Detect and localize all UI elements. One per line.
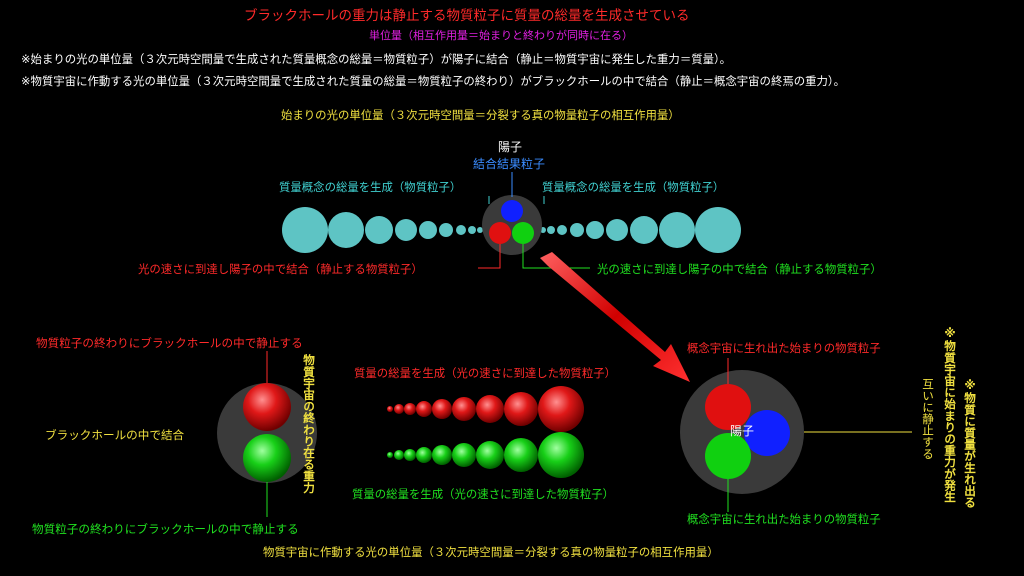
teal-particle <box>547 226 555 234</box>
green-particle <box>452 443 476 467</box>
red-particle <box>489 222 511 244</box>
teal-particle <box>695 207 741 253</box>
page-subtitle: 単位量（相互作用量＝始まりと終わりが同時に在る） <box>369 29 633 42</box>
teal-particle <box>630 216 658 244</box>
teal-particle <box>477 227 483 233</box>
diagonal-arrow <box>540 252 690 382</box>
red-particle <box>404 403 416 415</box>
red-particle <box>476 395 504 423</box>
bond-particle-label: 結合結果粒子 <box>473 157 546 171</box>
black-hole-vertical-label: 物質宇宙の終わり在る重力 <box>302 354 316 494</box>
red-particle <box>387 406 393 412</box>
green-particle <box>387 452 393 458</box>
mass-concept-label-right: 質量概念の総量を生成（物質粒子） <box>542 180 725 194</box>
blue-bond-particle <box>501 200 523 222</box>
green-chain-label: 質量の総量を生成（光の速さに到達した物質粒子） <box>352 487 614 501</box>
proton-label: 陽子 <box>498 140 523 154</box>
green-particle <box>538 432 584 478</box>
teal-particle <box>328 212 364 248</box>
red-particle <box>394 404 404 414</box>
teal-particle <box>456 225 466 235</box>
br-vertical-label-2: ※物質宇宙に始まりの重力が発生 <box>943 326 957 503</box>
green-particle <box>416 447 432 463</box>
br-vertical-label-3: ※物質に質量が生れ出る <box>963 378 977 508</box>
red-particle-chain <box>387 386 584 432</box>
teal-particle <box>395 219 417 241</box>
teal-particle <box>419 221 437 239</box>
teal-particle <box>282 207 328 253</box>
footer-heading: 物質宇宙に作動する光の単位量（３次元時空間量＝分裂する真の物量粒子の相互作用量） <box>263 545 719 559</box>
teal-particle <box>586 221 604 239</box>
green-particle <box>476 441 504 469</box>
green-glow-particle <box>243 434 291 482</box>
red-particle <box>538 386 584 432</box>
green-particle-chain <box>387 432 584 478</box>
teal-particle <box>570 223 584 237</box>
green-particle <box>512 222 534 244</box>
mass-concept-label-left: 質量概念の総量を生成（物質粒子） <box>279 180 462 194</box>
red-particle <box>452 397 476 421</box>
green-particle <box>394 450 404 460</box>
red-particle <box>504 392 538 426</box>
green-particle <box>504 438 538 472</box>
black-hole-shell <box>217 383 317 483</box>
red-glow-particle <box>243 383 291 431</box>
teal-particle <box>439 223 453 237</box>
black-hole-side-label: ブラックホールの中で結合 <box>45 428 185 442</box>
green-particle <box>705 433 751 479</box>
black-hole <box>217 383 317 483</box>
top-proton <box>482 195 542 255</box>
teal-particle <box>606 219 628 241</box>
br-vertical-label-1: 互いに静止する <box>921 378 935 460</box>
teal-particle <box>659 212 695 248</box>
br-top-label: 概念宇宙に生れ出た始まりの物質粒子 <box>687 341 881 355</box>
br-proton-label: 陽子 <box>730 424 755 438</box>
blue-particle <box>744 410 790 456</box>
teal-particle-chain-left <box>282 207 483 253</box>
red-particle <box>432 399 452 419</box>
connector-line <box>478 244 501 269</box>
page-title: ブラックホールの重力は静止する物質粒子に質量の総量を生成させている <box>244 8 690 24</box>
br-bottom-label: 概念宇宙に生れ出た始まりの物質粒子 <box>687 512 881 526</box>
red-particle <box>705 384 751 430</box>
red-chain-label: 質量の総量を生成（光の速さに到達した物質粒子） <box>354 366 616 380</box>
red-particle <box>416 401 432 417</box>
note-1: ※始まりの光の単位量（３次元時空間量で生成された質量概念の総量＝物質粒子）が陽子… <box>21 52 732 66</box>
green-particle <box>404 449 416 461</box>
speed-of-light-label-red: 光の速さに到達し陽子の中で結合（静止する物質粒子） <box>138 262 423 276</box>
teal-particle <box>365 216 393 244</box>
bottom-right-proton <box>680 370 804 494</box>
speed-of-light-label-green: 光の速さに到達し陽子の中で結合（静止する物質粒子） <box>597 262 882 276</box>
black-hole-bottom-label: 物質粒子の終わりにブラックホールの中で静止する <box>32 522 299 536</box>
teal-particle-chain-right <box>540 207 741 253</box>
note-2: ※物質宇宙に作動する光の単位量（３次元時空間量で生成された質量の総量＝物質粒子の… <box>21 74 845 88</box>
teal-particle <box>557 225 567 235</box>
black-hole-top-label: 物質粒子の終わりにブラックホールの中で静止する <box>36 336 303 350</box>
top-section-heading: 始まりの光の単位量（３次元時空間量＝分裂する真の物量粒子の相互作用量） <box>281 108 680 122</box>
teal-particle <box>468 226 476 234</box>
green-particle <box>432 445 452 465</box>
